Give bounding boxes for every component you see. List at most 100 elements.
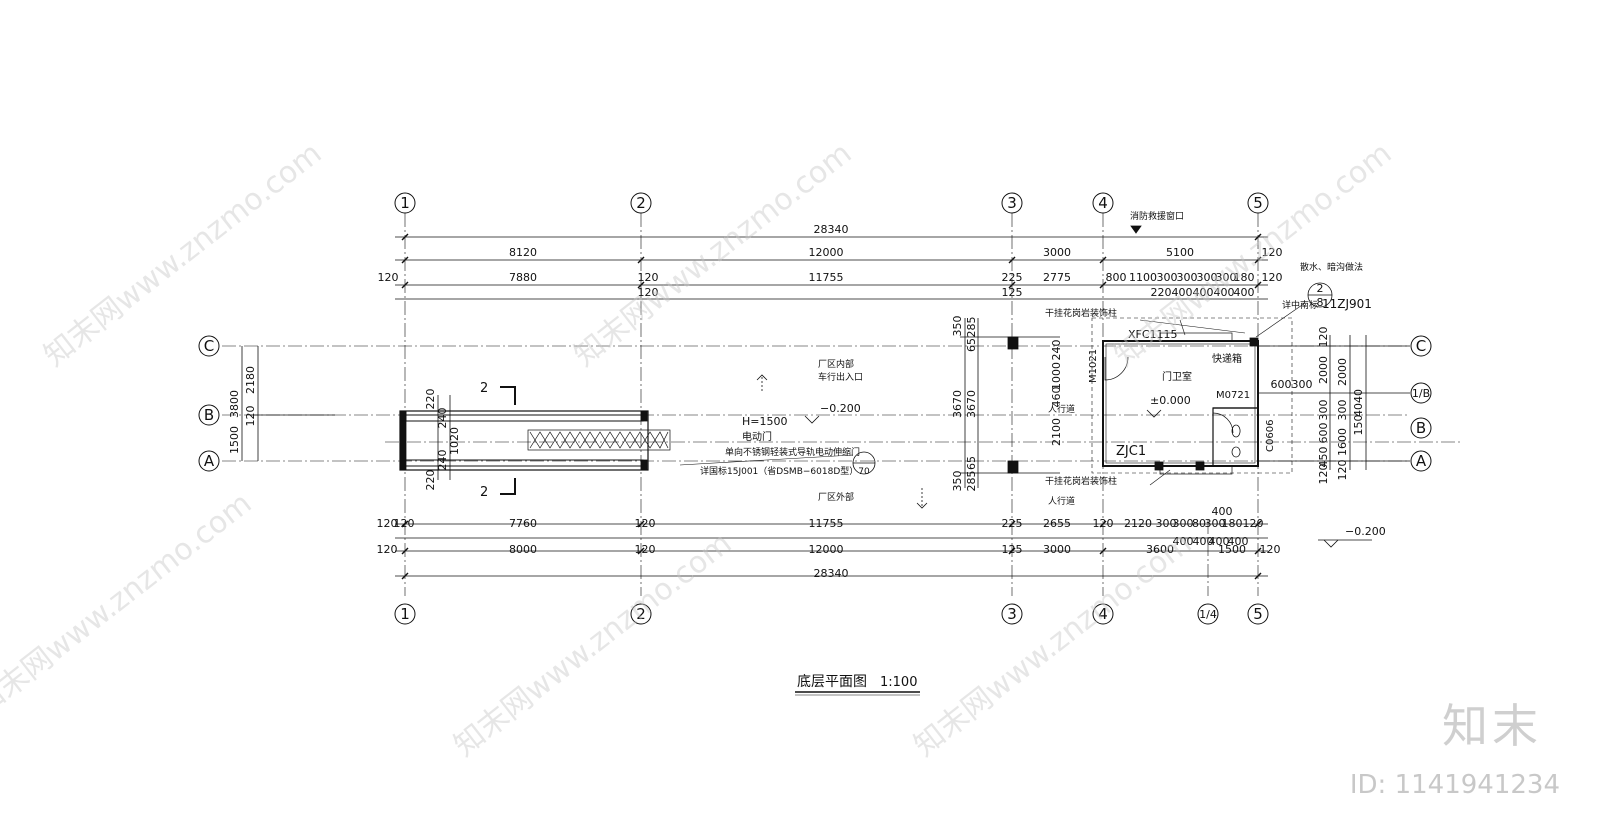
dim-top-r3-5: 2775 xyxy=(1043,271,1071,284)
dim-top-r2-2: 3000 xyxy=(1043,246,1071,259)
dim-bot-r1b-4: 400 xyxy=(1228,535,1249,548)
label-zjc1: ZJC1 xyxy=(1116,444,1146,459)
label-drain-note: 散水、暗沟做法 xyxy=(1300,261,1363,273)
label-elev-right: −0.200 xyxy=(1345,525,1386,538)
dim-bot-r2-5: 3000 xyxy=(1043,543,1071,556)
label-stone-col-top: 干挂花岗岩装饰柱 xyxy=(1045,307,1117,319)
label-fire-window: 消防救援窗口 xyxy=(1130,210,1184,222)
axis-row-1b: 1/B xyxy=(1412,387,1430,400)
dim-top-r3-3: 11755 xyxy=(809,271,844,284)
axis-col-4-bottom: 4 xyxy=(1098,605,1108,623)
dim-midr-1: 1000 xyxy=(1050,362,1063,390)
axis-row-a-left: A xyxy=(204,452,215,470)
label-factory-inside: 厂区内部 xyxy=(818,358,854,370)
dim-top-r3-1: 7880 xyxy=(509,271,537,284)
watermark-id: ID: 1141941234 xyxy=(1349,770,1560,800)
dim-bot-r1-8: 2120 xyxy=(1124,517,1152,530)
axis-row-c-left: C xyxy=(204,337,214,355)
dim-bot-r1-12: 300 xyxy=(1205,517,1226,530)
dim-right-b-1: 300 xyxy=(1336,400,1349,421)
label-xfc: XFC1115 xyxy=(1128,328,1178,341)
label-section-top: 2 xyxy=(480,381,488,396)
dim-top-r2-1: 12000 xyxy=(809,246,844,259)
axis-col-5-bottom: 5 xyxy=(1253,605,1263,623)
axis-col-3-bottom: 3 xyxy=(1007,605,1017,623)
dim-bot-r1c: 400 xyxy=(1212,505,1233,518)
dim-left-upper: 2180 xyxy=(244,366,257,394)
dim-bot-r1b-2: 400 xyxy=(1209,535,1230,548)
dim-top-r3b-3: 400 xyxy=(1172,286,1193,299)
dim-top-r3b-1: 125 xyxy=(1002,286,1023,299)
dim-bot-r1-1: 120 xyxy=(394,517,415,530)
dim-mid-a-1: 285 xyxy=(965,317,978,338)
dim-top-r3-9: 300 xyxy=(1177,271,1198,284)
dim-bot-r2-8: 120 xyxy=(1260,543,1281,556)
dimension-ticks xyxy=(401,233,1262,580)
axis-col-3-top: 3 xyxy=(1007,194,1017,212)
dim-top-r2-4: 120 xyxy=(1262,246,1283,259)
dim-top-r2-3: 5100 xyxy=(1166,246,1194,259)
dim-bot-r2-0: 120 xyxy=(377,543,398,556)
dim-bot-r1-14: 120 xyxy=(1243,517,1264,530)
label-detail-num: 2 xyxy=(1317,282,1324,295)
dim-top-overall: 28340 xyxy=(814,223,849,236)
label-m1021: M1021 xyxy=(1088,349,1099,383)
axis-col-5-top: 5 xyxy=(1253,194,1263,212)
dim-right-a-3: 600 xyxy=(1317,423,1330,444)
dim-bot-r1-5: 225 xyxy=(1002,517,1023,530)
label-express: 快递箱 xyxy=(1212,352,1242,365)
axis-col-1-top: 1 xyxy=(400,194,410,212)
axis-row-b-left: B xyxy=(204,406,214,424)
dim-bot-r1-10: 300 xyxy=(1173,517,1194,530)
dim-right-c-1: 150 xyxy=(1352,415,1365,436)
dim-left-mid120: 120 xyxy=(244,406,257,427)
dim-bot-r2-2: 120 xyxy=(635,543,656,556)
dim-bot-r1-11: 80 xyxy=(1192,517,1206,530)
dim-right-a-1: 2000 xyxy=(1317,356,1330,384)
dim-mid-b-0: 65 xyxy=(965,456,978,470)
dim-top-r3b-5: 400 xyxy=(1214,286,1235,299)
dim-top-r3b-4: 400 xyxy=(1193,286,1214,299)
label-detail-sheet: 8 xyxy=(1317,296,1324,309)
dim-bot-r2-4: 125 xyxy=(1002,543,1023,556)
dim-midr-2: 460 xyxy=(1050,387,1063,408)
label-stone-col-bottom: 干挂花岗岩装饰柱 xyxy=(1045,475,1117,487)
dim-top-r3b-6: 400 xyxy=(1234,286,1255,299)
dim-right-c-0: 4040 xyxy=(1352,389,1365,417)
label-gate-detail: 70 xyxy=(858,467,870,477)
dim-right-side-0: 600 xyxy=(1271,378,1292,391)
label-c0606: C0606 xyxy=(1265,420,1276,452)
dim-top-r3-4: 225 xyxy=(1002,271,1023,284)
dim-right-b-0: 2000 xyxy=(1336,358,1349,386)
axis-row-b-right: B xyxy=(1416,419,1426,437)
dim-top-r3-2: 120 xyxy=(638,271,659,284)
dim-bot-r1-2: 7760 xyxy=(509,517,537,530)
drawing-scale: 1:100 xyxy=(880,675,917,690)
axis-row-c-right: C xyxy=(1416,337,1426,355)
dim-right-b-3: 120 xyxy=(1336,460,1349,481)
dim-top-r2-0: 8120 xyxy=(509,246,537,259)
label-elev-road: −0.200 xyxy=(820,402,861,415)
dim-top-r3-12: 180 xyxy=(1234,271,1255,284)
axis-col-4-top: 4 xyxy=(1098,194,1108,212)
dim-right-a-5: 120 xyxy=(1317,464,1330,485)
label-guard-room: 门卫室 xyxy=(1162,370,1192,383)
dim-top-r3-6: 800 xyxy=(1106,271,1127,284)
label-gate-name: 电动门 xyxy=(742,430,772,443)
axis-col-2-bottom: 2 xyxy=(636,605,646,623)
axis-col-1-4: 1/4 xyxy=(1199,608,1217,621)
dim-right-side-1: 300 xyxy=(1292,378,1313,391)
dim-mid-3670b: 3670 xyxy=(965,390,978,418)
label-elev-room: ±0.000 xyxy=(1150,394,1191,407)
dim-bot-r1-0: 120 xyxy=(377,517,398,530)
dim-top-r3-7: 1100 xyxy=(1129,271,1157,284)
label-section-bottom: 2 xyxy=(480,485,488,500)
dim-left-gate-4: 220 xyxy=(424,470,437,491)
dim-bot-r1-4: 11755 xyxy=(809,517,844,530)
label-drain-ref: 详中南标 xyxy=(1282,299,1318,311)
label-drain-code: 11ZJ901 xyxy=(1322,297,1372,311)
label-pedestrian-top: 人行道 xyxy=(1048,403,1075,415)
dim-bot-r1-6: 2655 xyxy=(1043,517,1071,530)
column-axis-lines xyxy=(404,213,1259,596)
label-factory-outside: 厂区外部 xyxy=(818,491,854,503)
